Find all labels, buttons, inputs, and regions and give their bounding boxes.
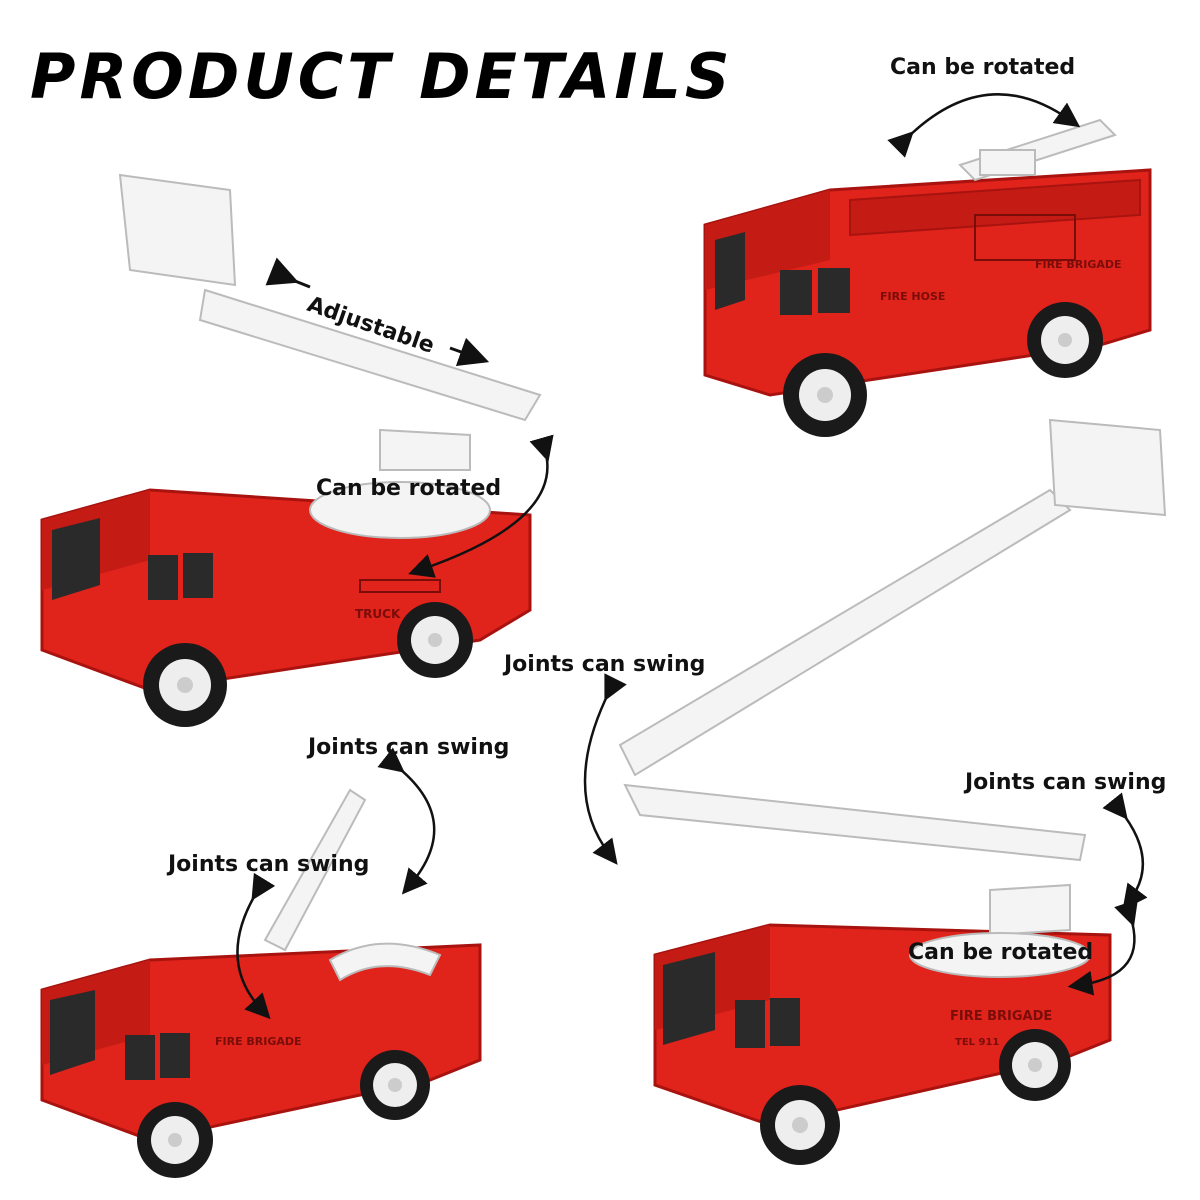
callout-bottom-left-swing-lower: Joints can swing xyxy=(168,852,370,877)
callout-left-rotate: Can be rotated xyxy=(316,476,502,501)
truck-bottom-right xyxy=(618,418,1167,1165)
page-title: PRODUCT DETAILS xyxy=(30,40,734,113)
swing-arrow-right xyxy=(1102,792,1148,911)
callout-bottom-right-rotate: Can be rotated xyxy=(908,940,1094,965)
callout-bottom-left-swing-upper: Joints can swing xyxy=(308,735,510,760)
rotate-arrow-bottom-right xyxy=(1067,899,1138,996)
rotate-arrow-left xyxy=(408,434,554,578)
truck-bottom-right-tel-text: TEL 911 xyxy=(955,1037,999,1048)
truck-left-truck-text: TRUCK xyxy=(355,607,401,621)
callout-top-right-rotate: Can be rotated xyxy=(890,55,1076,80)
swing-arrow-bottom-left-lower xyxy=(236,872,276,1020)
truck-top-right-brigade-text: FIRE BRIGADE xyxy=(1035,258,1122,271)
truck-bottom-left-brigade-text: FIRE BRIGADE xyxy=(215,1035,302,1048)
truck-top-right-hose-text: FIRE HOSE xyxy=(880,290,945,303)
truck-bottom-left xyxy=(40,788,482,1178)
rotate-arrow-top-right xyxy=(887,93,1081,158)
adjustable-arrow-right xyxy=(449,337,490,367)
swing-arrow-bottom-left-upper xyxy=(377,747,436,895)
truck-top-right xyxy=(703,118,1152,437)
truck-left-middle xyxy=(40,173,542,727)
adjustable-arrow-left xyxy=(265,257,311,289)
callout-mid-swing: Joints can swing xyxy=(504,652,706,677)
callout-right-swing: Joints can swing xyxy=(965,770,1167,795)
swing-arrow-middle xyxy=(583,673,627,865)
truck-bottom-right-brigade-text: FIRE BRIGADE xyxy=(950,1009,1052,1024)
